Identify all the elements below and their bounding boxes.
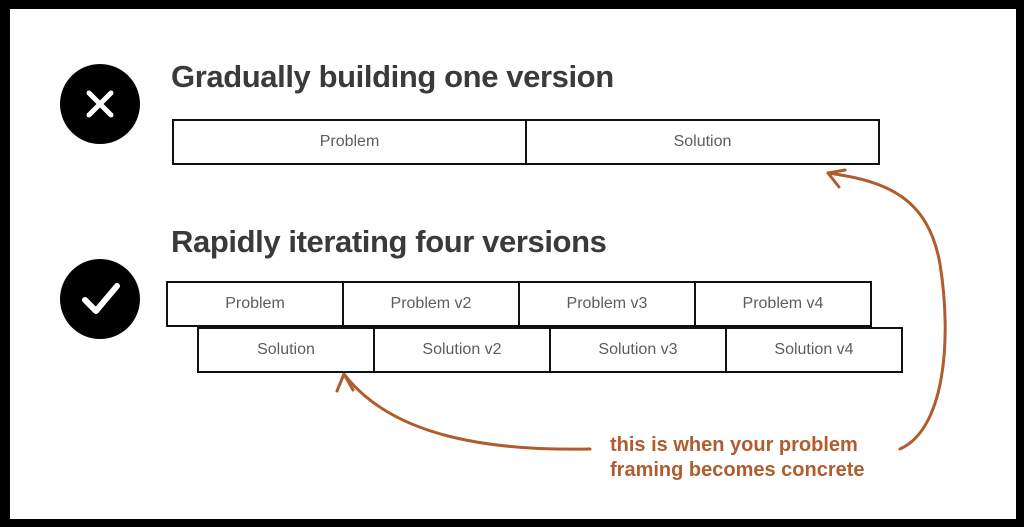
annotation-callout: this is when your problem framing become…	[610, 433, 865, 483]
check-icon	[60, 259, 140, 339]
single-version-row: Problem Solution	[172, 119, 880, 165]
section-title-rapid: Rapidly iterating four versions	[171, 224, 607, 259]
cross-icon	[60, 64, 140, 144]
flow-cell-solution-v4[interactable]: Solution v4	[725, 329, 901, 371]
slide-canvas: Gradually building one version Rapidly i…	[10, 9, 1016, 519]
flow-cell-solution[interactable]: Solution	[525, 121, 878, 163]
flow-cell-problem-v2[interactable]: Problem v2	[342, 283, 518, 325]
problem-row: Problem Problem v2 Problem v3 Problem v4	[166, 281, 872, 327]
flow-cell-solution-v2[interactable]: Solution v2	[373, 329, 549, 371]
solution-row: Solution Solution v2 Solution v3 Solutio…	[197, 327, 903, 373]
flow-cell-problem-v4[interactable]: Problem v4	[694, 283, 870, 325]
flow-cell-problem-v3[interactable]: Problem v3	[518, 283, 694, 325]
annotation-line-1: this is when your problem	[610, 434, 858, 456]
flow-cell-solution-v3[interactable]: Solution v3	[549, 329, 725, 371]
flow-cell-solution-v1[interactable]: Solution	[199, 329, 373, 371]
arrow-to-solution-v1-icon	[335, 372, 592, 451]
flow-cell-problem-v1[interactable]: Problem	[168, 283, 342, 325]
flow-cell-problem[interactable]: Problem	[174, 121, 525, 163]
section-title-gradual: Gradually building one version	[171, 59, 614, 94]
annotation-line-2: framing becomes concrete	[610, 459, 865, 481]
